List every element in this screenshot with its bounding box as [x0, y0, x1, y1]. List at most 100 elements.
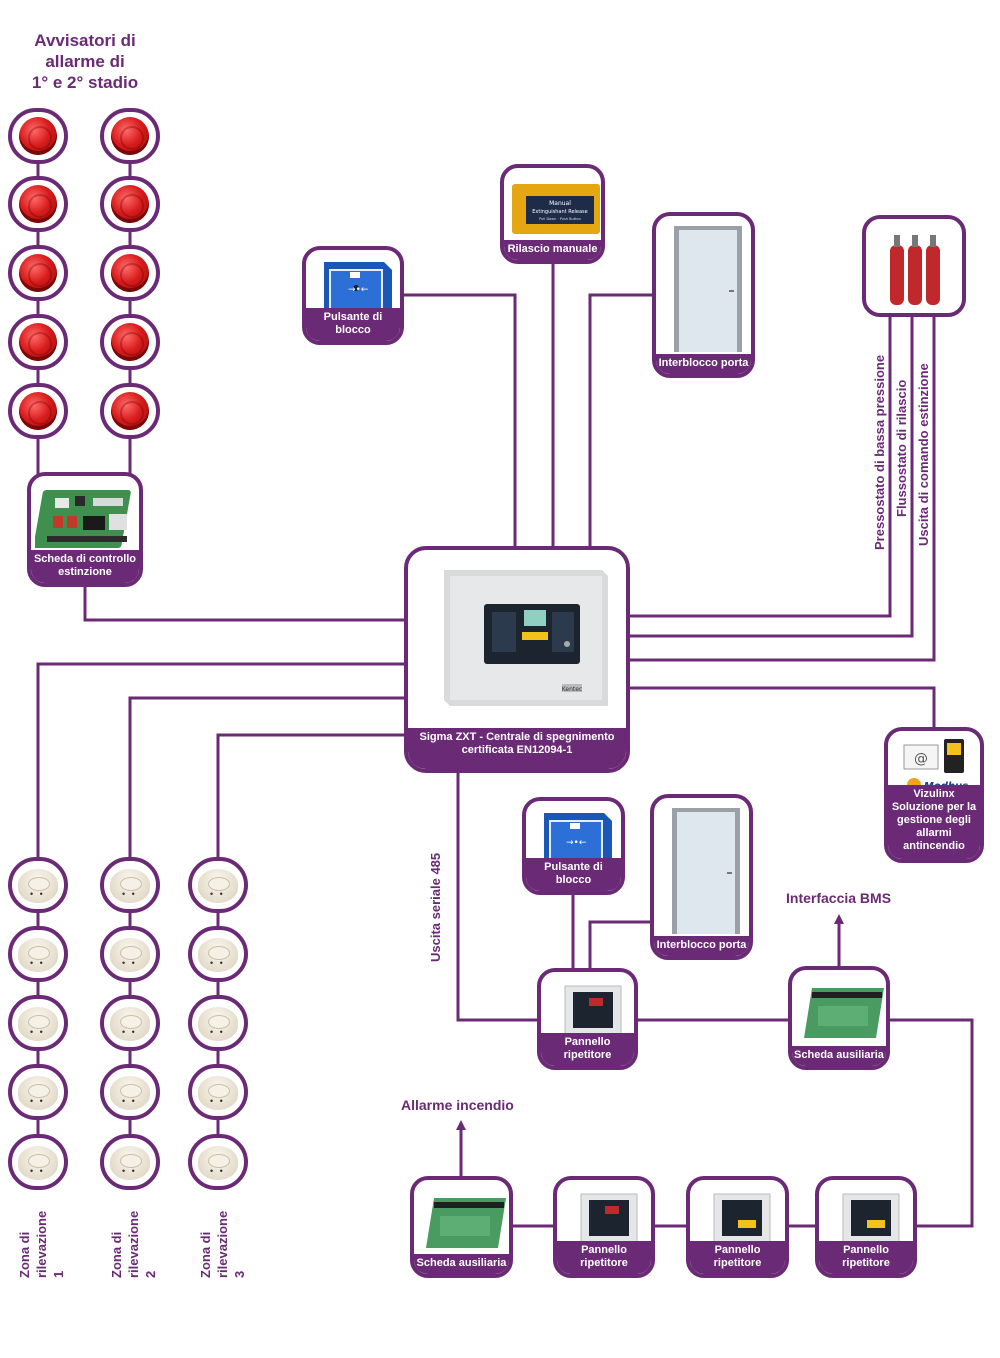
bms-interface-label: Interfaccia BMS	[786, 890, 892, 906]
repeater-panel-1: Pannello ripetitore	[537, 968, 638, 1070]
repeater-panel-icon	[823, 1184, 909, 1256]
repeater-panel-icon	[694, 1184, 781, 1256]
smoke-detector	[8, 857, 68, 913]
smoke-detector-icon	[18, 1146, 58, 1180]
svg-text:→•←: →•←	[348, 285, 369, 295]
door-interlock-mid: Interblocco porta	[650, 794, 753, 960]
siren-icon	[19, 185, 57, 223]
repeater-panel-2-label: Pannello ripetitore	[557, 1241, 651, 1274]
siren-icon	[111, 392, 149, 430]
smoke-detector-icon	[198, 1076, 238, 1110]
aux-board-1-label: Scheda ausiliaria	[792, 1046, 886, 1066]
repeater-panel-1-label: Pannello ripetitore	[541, 1033, 634, 1066]
title-line-2: allarme di	[45, 52, 125, 71]
manual-release-sign-icon: Manual Extinguishant Release Pull Down ·…	[508, 172, 600, 244]
smoke-detector-icon	[18, 1007, 58, 1041]
low-pressure-switch-label: Pressostato di bassa pressione	[872, 354, 887, 550]
smoke-detector-icon	[110, 1146, 150, 1180]
smoke-detector	[188, 995, 248, 1051]
siren-icon	[19, 323, 57, 361]
hold-button-mid: →•← Pulsante di blocco	[522, 797, 625, 895]
svg-text:Extinguishant Release: Extinguishant Release	[532, 209, 587, 215]
siren-icon	[111, 254, 149, 292]
repeater-panel-4-label: Pannello ripetitore	[819, 1241, 913, 1274]
door-interlock-top: Interblocco porta	[652, 212, 755, 378]
siren	[100, 383, 160, 439]
smoke-detector	[8, 1134, 68, 1190]
call-point-icon: →•←	[530, 805, 617, 877]
siren-icon	[111, 117, 149, 155]
extinguishing-control-board-label: Scheda di controllo estinzione	[31, 550, 139, 583]
door-interlock-mid-label: Interblocco porta	[654, 936, 749, 956]
smoke-detector-icon	[110, 1076, 150, 1110]
smoke-detector	[8, 995, 68, 1051]
zone-3-label: Zona di rilevazione 3	[198, 1210, 247, 1278]
siren	[8, 314, 68, 370]
svg-text:Pull Down · Push Button: Pull Down · Push Button	[539, 217, 581, 221]
siren-icon	[19, 117, 57, 155]
extinguishing-output-label: Uscita di comando estinzione	[916, 363, 931, 546]
aux-board-1: Scheda ausiliaria	[788, 966, 890, 1070]
gas-cylinders	[862, 215, 966, 317]
repeater-panel-4: Pannello ripetitore	[815, 1176, 917, 1278]
serial-output-label: Uscita seriale 485	[428, 852, 443, 962]
sirens-title: Avvisatori di allarme di 1° e 2° stadio	[10, 30, 160, 93]
siren	[8, 176, 68, 232]
smoke-detector-icon	[198, 1146, 238, 1180]
smoke-detector	[188, 926, 248, 982]
smoke-detector-icon	[18, 869, 58, 903]
smoke-detector	[100, 1064, 160, 1120]
smoke-detector	[188, 857, 248, 913]
flow-switch-label: Flussostato di rilascio	[894, 379, 909, 517]
door-icon	[660, 220, 747, 356]
hold-button-mid-label: Pulsante di blocco	[526, 858, 621, 891]
smoke-detector	[100, 1134, 160, 1190]
smoke-detector-icon	[110, 869, 150, 903]
smoke-detector-icon	[18, 938, 58, 972]
central-label-line-1: Sigma ZXT - Centrale di spegnimento	[419, 731, 615, 743]
extinguishing-control-board: Scheda di controllo estinzione	[27, 472, 143, 587]
svg-text:Manual: Manual	[549, 200, 571, 207]
central-panel: Kentec Sigma ZXT - Centrale di spegnimen…	[404, 546, 630, 773]
siren-icon	[111, 323, 149, 361]
call-point-icon: →•←	[310, 254, 396, 326]
vizulinx-label: Vizulinx Soluzione per la gestione degli…	[888, 785, 980, 859]
siren-icon	[111, 185, 149, 223]
manual-release-label: Rilascio manuale	[504, 240, 601, 260]
siren-icon	[19, 254, 57, 292]
fire-alarm-label: Allarme incendio	[401, 1097, 514, 1113]
siren	[100, 314, 160, 370]
aux-board-2: Scheda ausiliaria	[410, 1176, 513, 1278]
zone-2-label: Zona di rilevazione 2	[109, 1210, 158, 1278]
circuit-board-icon	[33, 480, 135, 556]
smoke-detector	[188, 1064, 248, 1120]
smoke-detector	[100, 995, 160, 1051]
door-interlock-top-label: Interblocco porta	[656, 354, 751, 374]
aux-board-icon	[418, 1184, 506, 1256]
repeater-panel-icon	[561, 1184, 647, 1256]
repeater-panel-2: Pannello ripetitore	[553, 1176, 655, 1278]
hold-button-top: →•← Pulsante di blocco	[302, 246, 404, 345]
aux-board-icon	[796, 974, 884, 1046]
siren-icon	[19, 392, 57, 430]
svg-text:Kentec: Kentec	[562, 686, 582, 693]
zone-1-label: Zona di rilevazione 1	[17, 1210, 66, 1278]
smoke-detector-icon	[198, 1007, 238, 1041]
smoke-detector	[8, 926, 68, 982]
svg-text:→•←: →•←	[566, 838, 587, 848]
central-label-line-2: certificata EN12094-1	[461, 744, 573, 756]
smoke-detector	[100, 857, 160, 913]
hold-button-top-label: Pulsante di blocco	[306, 308, 400, 341]
smoke-detector-icon	[110, 1007, 150, 1041]
siren	[100, 176, 160, 232]
smoke-detector-icon	[198, 869, 238, 903]
siren	[8, 108, 68, 164]
smoke-detector	[100, 926, 160, 982]
title-line-1: Avvisatori di	[34, 31, 136, 50]
repeater-panel-3-label: Pannello ripetitore	[690, 1241, 785, 1274]
door-icon	[658, 802, 745, 938]
svg-text:@: @	[914, 751, 928, 767]
control-panel-icon: Kentec	[412, 554, 622, 724]
title-line-3: 1° e 2° stadio	[31, 73, 139, 92]
siren	[100, 108, 160, 164]
